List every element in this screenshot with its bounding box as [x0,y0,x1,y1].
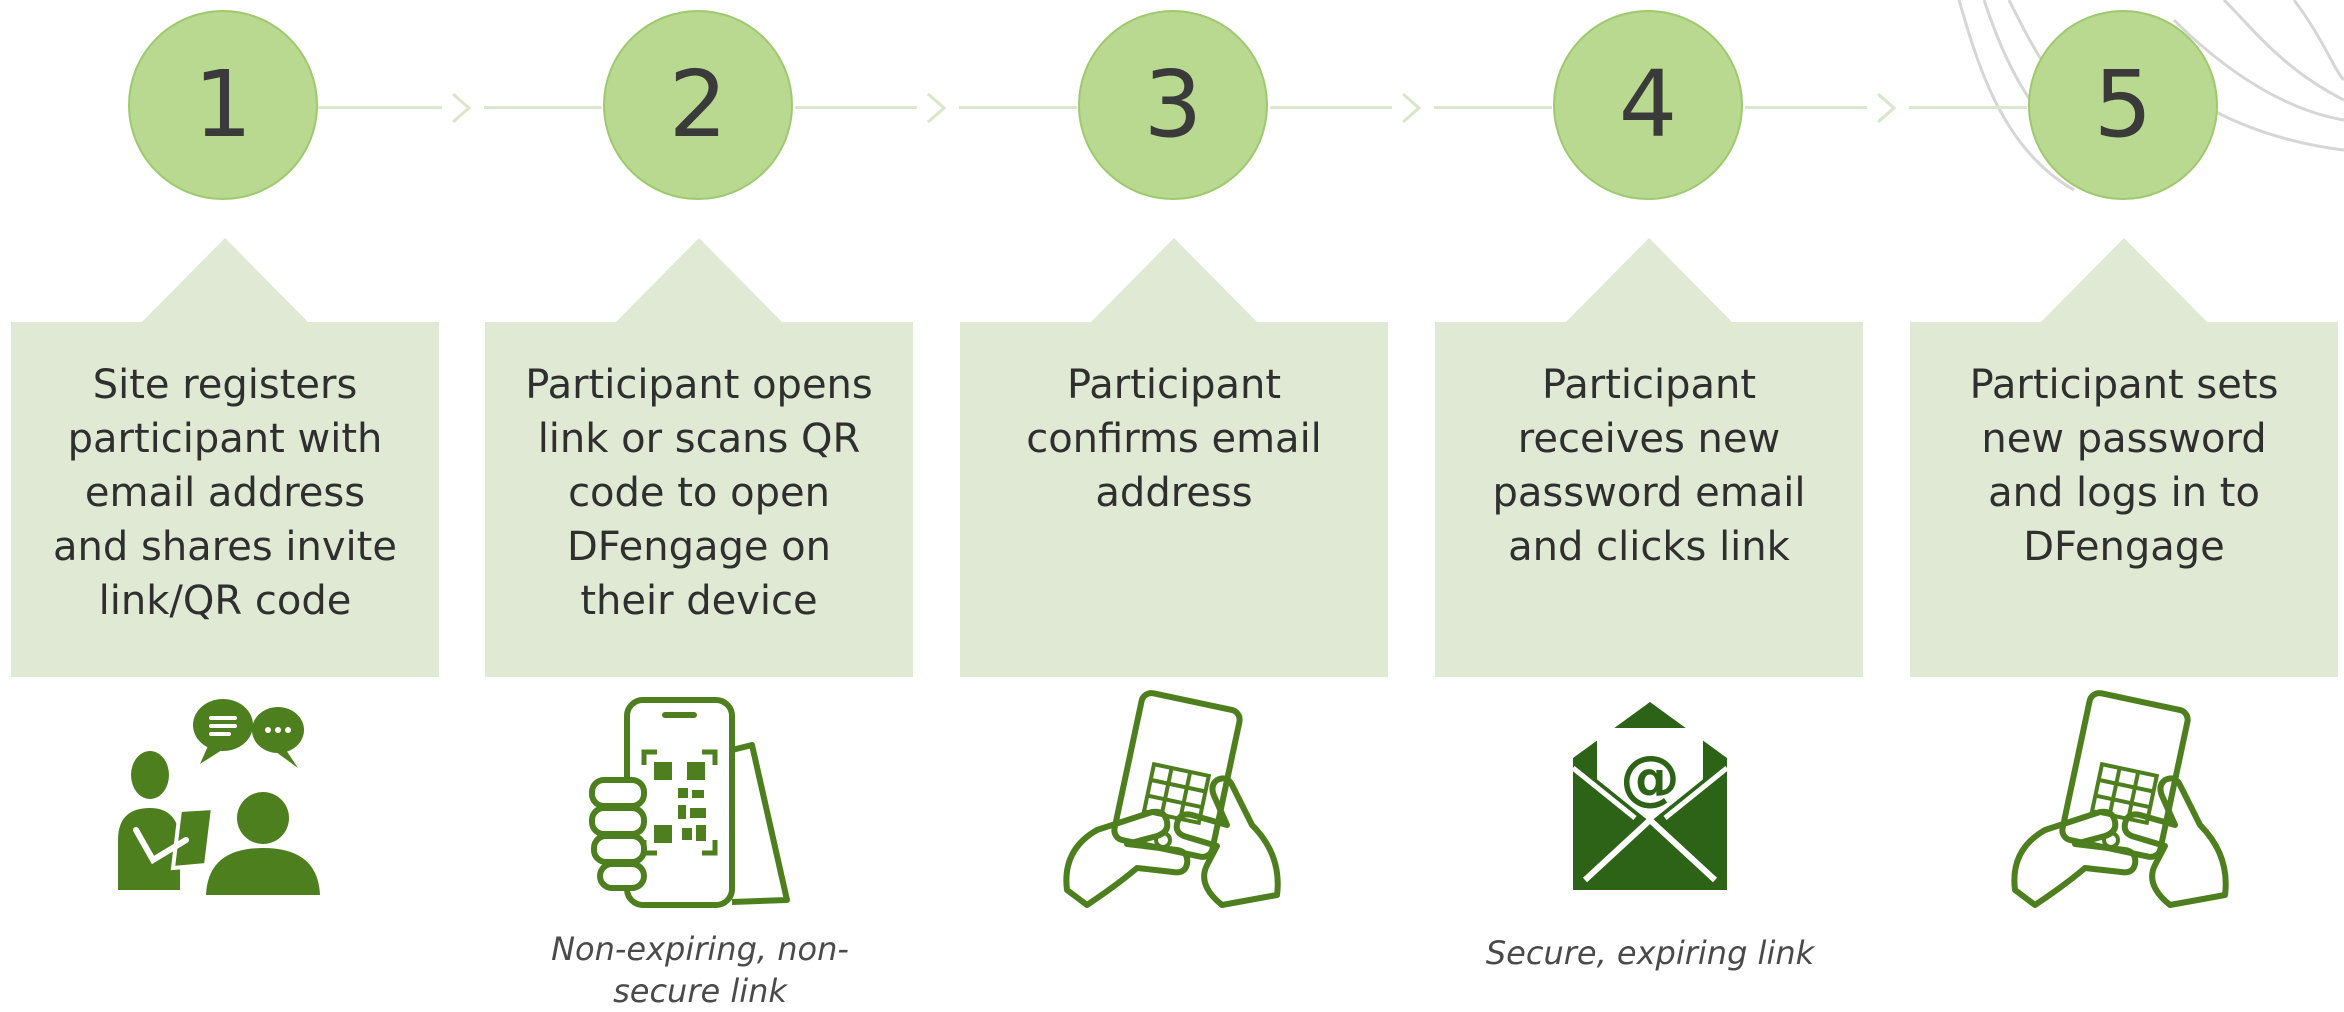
step-1-callout: Site registers participant with email ad… [11,238,439,678]
connector-line [1909,106,2027,109]
step-4-callout: Participant receives new password email … [1435,238,1863,678]
text-line: DFengage on [566,524,832,570]
svg-text:@: @ [1620,743,1680,813]
step-2-callout: Participant opens link or scans QR code … [485,238,913,678]
text-line: Participant sets [1969,362,2279,408]
step-5-callout: Participant sets new password and logs i… [1910,238,2338,678]
chevron-right-icon [1402,92,1422,124]
callout-pointer [615,238,783,323]
connector-line [959,106,1077,109]
callout-box: Site registers participant with email ad… [11,322,439,677]
footnote-line: secure link [613,972,787,1010]
step-1-circle: 1 [128,10,318,200]
callout-box: Participant confirms email address [960,322,1388,677]
step-description: Participant confirms email address [984,358,1364,520]
text-line: Participant [1541,362,1757,408]
step-number: 2 [668,51,728,158]
chevron-right-icon [1877,92,1897,124]
text-line: code to open [568,470,830,516]
connector-line [1270,106,1392,109]
text-line: and clicks link [1508,524,1790,570]
step-4-footnote: Secure, expiring link [1430,932,1870,974]
text-line: confirms email [1026,416,1322,462]
callout-box: Participant receives new password email … [1435,322,1863,677]
text-line: receives new [1517,416,1781,462]
text-line: email address [84,470,366,516]
step-description: Participant sets new password and logs i… [1934,358,2314,574]
footnote-line: Non-expiring, non- [551,930,849,968]
step-2-circle: 2 [603,10,793,200]
text-line: and shares invite [53,524,397,570]
step-number: 3 [1143,51,1203,158]
step-5-circle: 5 [2028,10,2218,200]
connector-line [318,106,442,109]
text-line: Participant [1066,362,1282,408]
callout-pointer [1090,238,1258,323]
connector-line [484,106,602,109]
text-line: address [1095,470,1253,516]
callout-pointer [2040,238,2208,323]
text-line: link or scans QR [537,416,861,462]
people-chat-icon [108,690,338,920]
step-4-circle: 4 [1553,10,1743,200]
callout-pointer [141,238,309,323]
step-number: 4 [1618,51,1678,158]
hands-keypad-icon [2005,690,2235,920]
callout-pointer [1565,238,1733,323]
callout-box: Participant sets new password and logs i… [1910,322,2338,677]
text-line: link/QR code [98,578,352,624]
connector-line [1745,106,1867,109]
callout-box: Participant opens link or scans QR code … [485,322,913,677]
text-line: Site registers [92,362,358,408]
connector-line [795,106,917,109]
text-line: password email [1492,470,1806,516]
text-line: participant with [67,416,383,462]
email-envelope-icon: @ [1535,690,1765,920]
step-2-footnote: Non-expiring, non- secure link [480,928,920,1012]
text-line: new password [1981,416,2267,462]
text-line: DFengage [2023,524,2225,570]
step-description: Participant receives new password email … [1459,358,1839,574]
chevron-right-icon [452,92,472,124]
step-description: Participant opens link or scans QR code … [509,358,889,628]
step-3-callout: Participant confirms email address [960,238,1388,678]
hands-keypad-icon [1057,690,1287,920]
connector-line [1434,106,1552,109]
step-3-circle: 3 [1078,10,1268,200]
step-number: 1 [193,51,253,158]
text-line: Participant opens [525,362,873,408]
footnote-line: Secure, expiring link [1485,934,1815,972]
chevron-right-icon [927,92,947,124]
step-number: 5 [2093,51,2153,158]
step-description: Site registers participant with email ad… [35,358,415,628]
phone-qr-code-icon [582,690,812,920]
text-line: and logs in to [1988,470,2260,516]
text-line: their device [580,578,818,624]
